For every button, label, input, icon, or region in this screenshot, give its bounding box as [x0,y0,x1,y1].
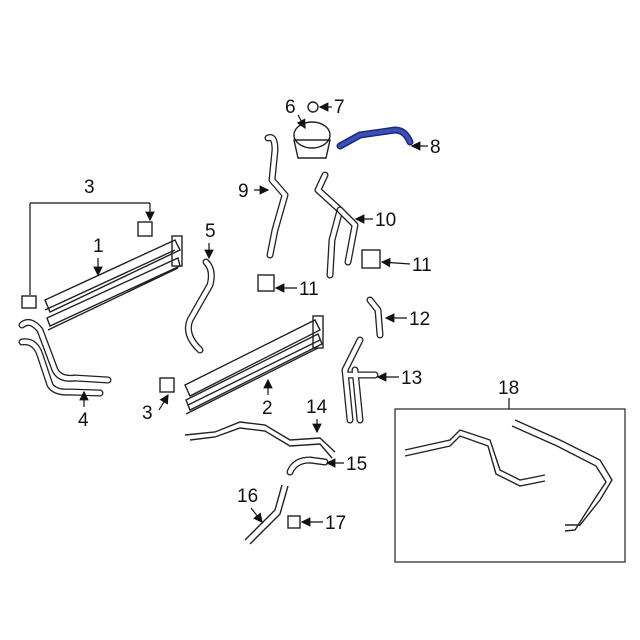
part-18-tube-assembly[interactable] [394,408,626,563]
part-8-hose-highlighted[interactable] [336,126,414,150]
callout-2: 2 [262,398,273,419]
part-7-cap[interactable] [307,101,319,113]
callout-13: 13 [401,368,422,389]
callout-12: 12 [409,309,430,330]
part-10-hose[interactable] [314,171,359,279]
callout-5: 5 [205,221,216,242]
leader-lines [29,102,510,527]
part-6-reservoir[interactable] [293,121,331,159]
callout-17: 17 [325,513,346,534]
callout-7: 7 [334,97,345,118]
callout-16: 16 [237,486,258,507]
callout-3-top: 3 [84,177,95,198]
part-5-hose[interactable] [184,258,215,354]
callout-11-left: 11 [299,279,319,300]
callout-3-bottom: 3 [142,403,153,424]
part-16-tube[interactable] [244,484,289,545]
callout-8: 8 [430,137,441,158]
callout-10: 10 [375,210,396,231]
part-11-valves[interactable] [257,249,381,292]
callout-4: 4 [78,410,89,431]
callout-11-right: 11 [412,255,432,276]
part-1-cooler[interactable] [44,235,183,331]
part-17-clip[interactable] [287,515,301,529]
part-15-hose[interactable] [286,456,329,476]
callout-14: 14 [306,397,328,418]
part-2-cooler[interactable] [184,315,324,415]
callout-6: 6 [285,97,296,118]
part-12-hose[interactable] [366,296,384,339]
callout-1: 1 [93,236,104,257]
callout-15: 15 [346,454,367,475]
callout-9: 9 [238,181,249,202]
part-13-hose[interactable] [341,336,379,424]
callout-18: 18 [498,378,519,399]
part-14-tube[interactable] [184,421,336,459]
part-9-hose[interactable] [264,134,289,259]
part-4-hose[interactable] [18,318,112,397]
